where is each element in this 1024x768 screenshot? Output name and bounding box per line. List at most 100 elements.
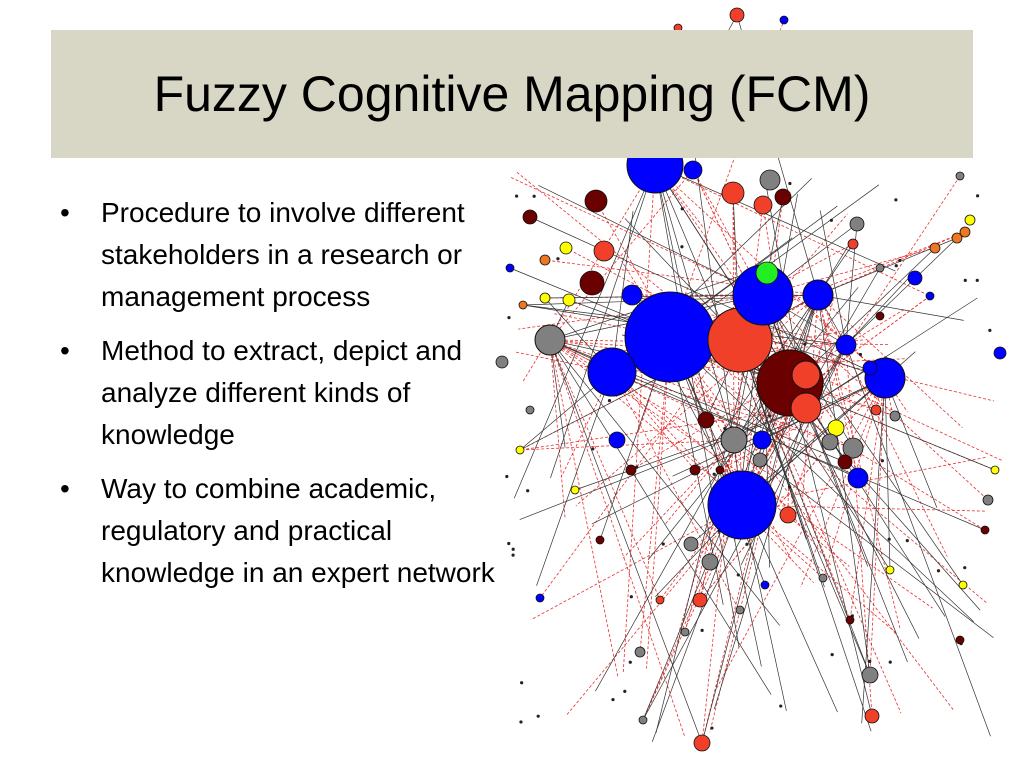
dashed-edge: [611, 371, 854, 449]
graph-node-small: [936, 569, 941, 573]
dashed-edge: [762, 294, 989, 501]
graph-node: [683, 160, 703, 180]
graph-node-small: [736, 573, 740, 577]
graph-node-small: [788, 181, 792, 186]
dashed-edge: [716, 377, 886, 688]
graph-node-small: [894, 264, 898, 268]
dashed-edge: [676, 439, 735, 639]
solid-edge: [817, 294, 871, 676]
dashed-edge: [869, 377, 886, 676]
dashed-edge: [654, 164, 931, 297]
graph-node: [707, 470, 777, 540]
graph-node-small: [858, 352, 863, 357]
solid-edge: [761, 377, 886, 441]
solid-edge: [536, 371, 613, 586]
graph-node: [779, 506, 797, 524]
graph-node: [955, 171, 965, 181]
graph-node: [593, 240, 615, 262]
graph-node: [889, 410, 901, 422]
dashed-edge: [845, 308, 906, 346]
dashed-edge: [849, 377, 886, 621]
graph-node-small: [829, 218, 833, 222]
dashed-edge: [817, 294, 963, 428]
graph-node: [570, 485, 580, 495]
solid-edge: [538, 184, 764, 296]
solid-edge: [519, 407, 807, 520]
dashed-edge: [549, 339, 774, 478]
graph-node: [951, 232, 963, 244]
graph-node-small: [894, 198, 898, 202]
dashed-edge: [669, 336, 955, 711]
graph-node-small: [830, 653, 834, 657]
graph-node-small: [888, 660, 892, 664]
graph-node-small: [520, 681, 524, 685]
graph-node: [562, 293, 576, 307]
bullet-item-1: • Procedure to involve different stakeho…: [58, 192, 498, 318]
graph-node: [539, 254, 551, 266]
solid-edge: [513, 164, 656, 499]
graph-node-small: [532, 194, 536, 198]
solid-edge: [654, 164, 896, 272]
graph-node-small: [607, 399, 612, 403]
graph-node: [608, 431, 626, 449]
graph-node: [752, 452, 768, 468]
dashed-edge: [549, 339, 888, 345]
graph-node: [818, 573, 828, 583]
graph-node: [958, 580, 968, 590]
graph-node: [735, 605, 745, 615]
dashed-edge: [739, 339, 1003, 462]
graph-node: [980, 525, 990, 535]
graph-node: [864, 708, 880, 724]
dashed-edge: [549, 339, 661, 601]
graph-node: [779, 15, 789, 25]
dashed-edge: [845, 344, 873, 717]
graph-node: [715, 465, 725, 475]
graph-node: [835, 334, 857, 356]
solid-edge: [884, 377, 938, 508]
bullet-text: Way to combine academic, regulatory and …: [101, 473, 495, 588]
dashed-edge: [549, 339, 854, 449]
graph-node: [720, 426, 748, 454]
solid-edge: [654, 164, 740, 648]
graph-node: [885, 565, 895, 575]
graph-node-small: [963, 278, 967, 283]
graph-node: [955, 635, 965, 645]
graph-node: [875, 311, 885, 321]
solid-edge: [789, 382, 920, 639]
solid-edge: [654, 164, 871, 676]
dashed-edge: [510, 176, 764, 296]
graph-node: [925, 291, 935, 301]
graph-node: [621, 284, 643, 306]
graph-node-small: [519, 720, 523, 724]
dashed-edge: [669, 336, 986, 531]
dashed-edge: [733, 295, 931, 441]
bullet-icon: •: [60, 473, 70, 504]
graph-node: [625, 464, 637, 476]
dashed-edge: [611, 231, 966, 373]
graph-node: [634, 646, 646, 658]
graph-node: [692, 592, 708, 608]
dashed-edge: [733, 204, 764, 441]
graph-node: [847, 238, 859, 250]
graph-node: [680, 627, 690, 637]
graph-node: [790, 392, 822, 424]
graph-node-small: [507, 541, 511, 546]
graph-node-small: [661, 542, 665, 546]
dashed-edge: [654, 164, 704, 228]
dashed-edge: [817, 231, 966, 296]
graph-node: [534, 324, 566, 356]
dashed-edge: [622, 164, 656, 673]
graph-node-small: [905, 539, 909, 543]
dashed-edge: [741, 456, 987, 506]
graph-node-small: [623, 689, 627, 693]
graph-node-small: [803, 342, 807, 346]
dashed-edge: [719, 377, 886, 471]
solid-edge: [805, 297, 978, 409]
bullet-text: Method to extract, depict and analyze di…: [101, 335, 463, 450]
dashed-edge: [611, 371, 742, 615]
graph-node: [655, 595, 665, 605]
graph-node-small: [526, 489, 530, 493]
graph-node: [845, 615, 855, 625]
graph-node: [760, 580, 770, 590]
